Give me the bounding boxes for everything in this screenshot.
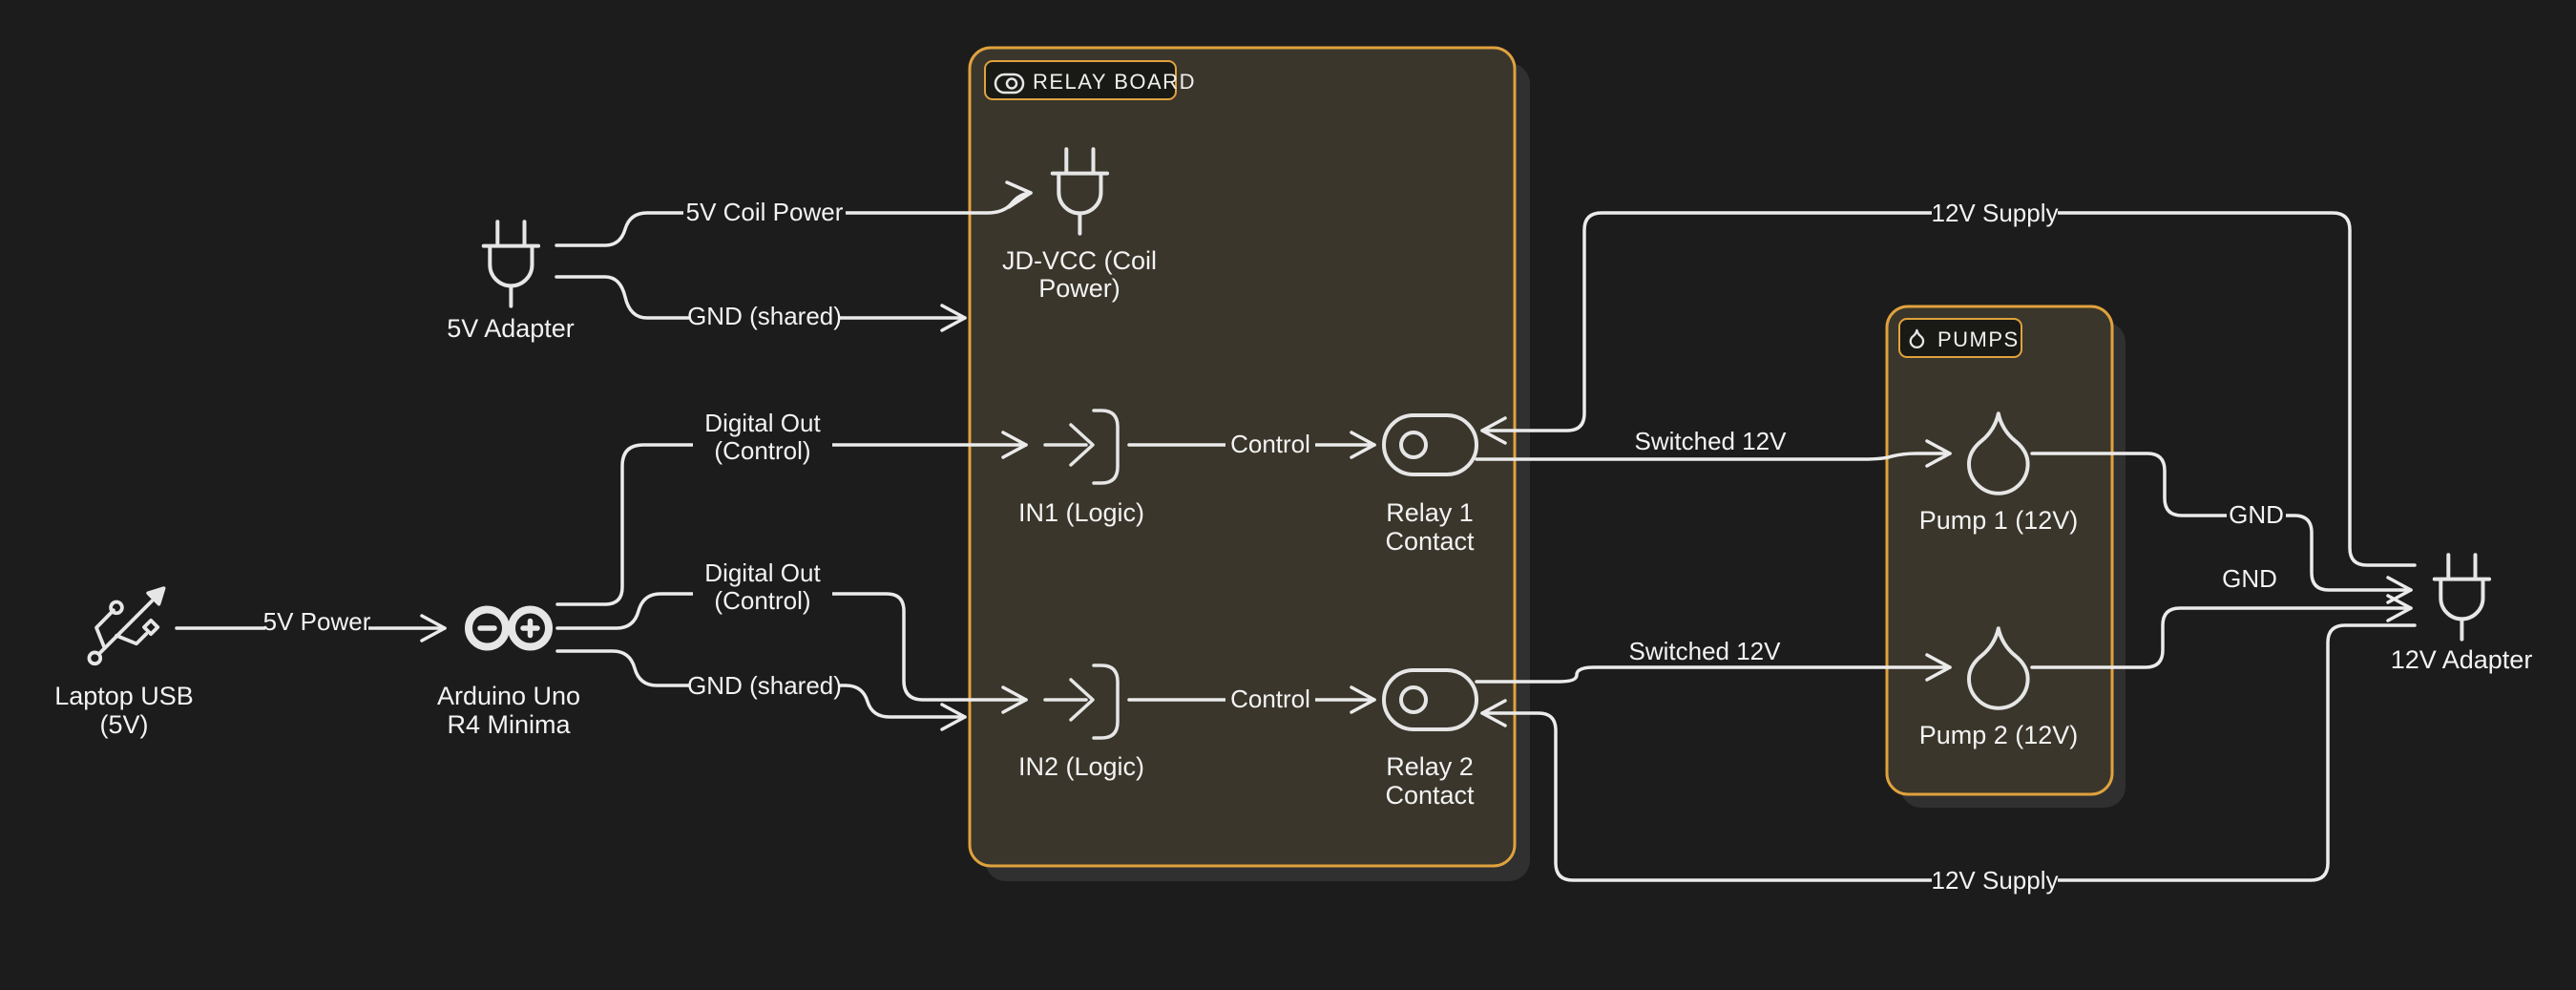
edge-label-bg	[683, 197, 846, 227]
wire-gnd-pump2	[2030, 594, 2413, 669]
edge-label-5v-power: 5V Power	[263, 607, 371, 636]
logic-input-icon	[1043, 664, 1120, 740]
wire-switched-12v-2	[1475, 653, 1952, 684]
droplet-icon	[1909, 328, 1925, 349]
relay-board-title: RELAY BOARD	[1033, 70, 1196, 94]
edge-label-gnd-2: GND	[2222, 564, 2277, 593]
edge-labels: 5V Power 5V Coil Power GND (shared) Digi…	[263, 198, 2284, 895]
usb-icon	[87, 586, 166, 666]
control-label-backgrounds	[1225, 431, 1315, 714]
relay2-label: Contact	[1385, 781, 1475, 810]
node-labels: Laptop USB (5V) Arduino Uno R4 Minima 5V…	[54, 246, 2532, 810]
edge-label-control-2: Control	[1230, 685, 1310, 713]
pumps-badge-frame	[1898, 318, 2022, 358]
edge-label-backgrounds	[265, 197, 2286, 895]
relay-board-badge-frame	[984, 60, 1177, 100]
edge-label-digital-out-2: Digital Out	[704, 558, 821, 587]
relay-contact-icon	[1382, 413, 1478, 476]
in1-label: IN1 (Logic)	[1018, 498, 1144, 527]
edge-label-bg	[689, 301, 840, 331]
laptop-usb-label: (5V)	[99, 710, 148, 739]
edge-label-gnd-1: GND	[2229, 500, 2284, 529]
edge-label-switched-12v-2: Switched 12V	[1629, 637, 1782, 665]
relay2-label: Relay 2	[1386, 752, 1474, 781]
plus-icon	[520, 618, 540, 639]
logic-input-icon	[1043, 409, 1120, 485]
edge-label-control-1: Control	[1230, 430, 1310, 458]
arduino-label: R4 Minima	[447, 710, 571, 739]
relay1-label: Relay 1	[1386, 498, 1474, 527]
relay1-label: Contact	[1385, 527, 1475, 556]
pumps-header-badge: PUMPS	[1898, 318, 2022, 358]
arduino-icon	[465, 605, 553, 651]
relay-contact-icon	[1382, 668, 1478, 731]
edge-label-switched-12v-1: Switched 12V	[1635, 427, 1788, 455]
edge-label-gnd-shared-top: GND (shared)	[687, 302, 842, 330]
wire-5v-coil-power	[555, 180, 1033, 247]
edge-label-gnd-shared-bottom: GND (shared)	[687, 671, 842, 700]
wire-digital-out-2	[555, 592, 1028, 714]
plug-icon	[2432, 553, 2492, 642]
edge-label-digital-out-1: Digital Out	[704, 409, 821, 437]
edge-label-bg	[1932, 865, 2058, 895]
arduino-label: Arduino Uno	[437, 682, 580, 710]
wire-gnd-shared-adapter	[555, 275, 967, 332]
pumps-container: PUMPS	[1885, 305, 2126, 808]
plug-icon	[481, 220, 541, 308]
edge-label-bg	[1932, 198, 2058, 228]
laptop-usb-label: Laptop USB	[54, 682, 194, 710]
node-icons	[87, 147, 2492, 740]
wire-digital-out-1	[555, 431, 1028, 606]
edge-label-digital-out-2: (Control)	[714, 586, 810, 615]
pumps-title: PUMPS	[1937, 327, 2020, 351]
edge-label-bg	[265, 612, 368, 642]
edge-label-bg	[689, 670, 840, 701]
pump1-label: Pump 1 (12V)	[1919, 506, 2079, 535]
wire-switched-12v-1	[1475, 439, 1952, 468]
edge-label-5v-coil-power: 5V Coil Power	[686, 198, 844, 226]
jd-vcc-label: JD-VCC (Coil	[1002, 246, 1157, 275]
edge-label-bg	[693, 412, 832, 472]
pump2-label: Pump 2 (12V)	[1919, 721, 2079, 749]
adapter-12v-label: 12V Adapter	[2391, 645, 2533, 674]
adapter-5v-label: 5V Adapter	[447, 314, 575, 343]
droplet-icon	[1967, 626, 2030, 710]
edge-label-bg	[693, 561, 832, 621]
droplet-icon	[1967, 411, 2030, 495]
edge-label-bg	[2227, 500, 2286, 531]
toggle-icon	[994, 73, 1025, 95]
in2-label: IN2 (Logic)	[1018, 752, 1144, 781]
relay-board-header-badge: RELAY BOARD	[984, 60, 1196, 100]
plug-icon	[1050, 147, 1110, 236]
edge-label-bg	[1225, 685, 1315, 714]
jd-vcc-label: Power)	[1038, 274, 1120, 303]
edge-label-digital-out-1: (Control)	[714, 436, 810, 465]
edge-label-12v-supply-top: 12V Supply	[1932, 199, 2059, 227]
edge-label-bg	[1225, 431, 1315, 459]
edge-label-12v-supply-bottom: 12V Supply	[1932, 866, 2059, 895]
